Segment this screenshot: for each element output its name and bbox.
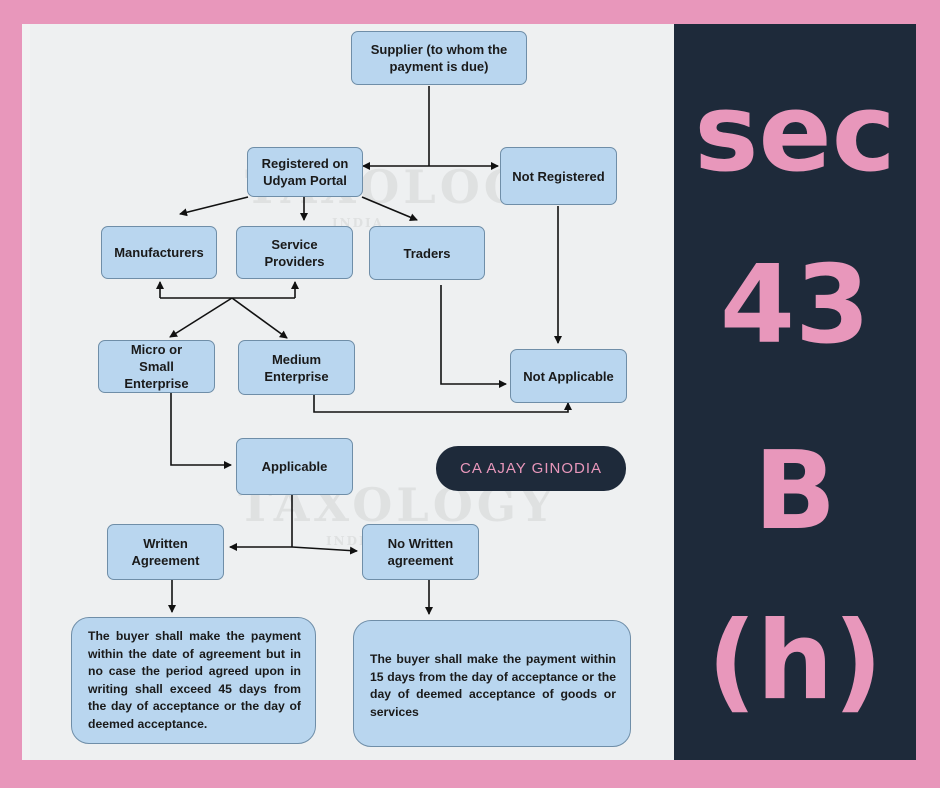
title-line-b: B	[753, 429, 837, 554]
traders-box: Traders	[369, 226, 485, 280]
no-written-agreement-box: No Written agreement	[362, 524, 479, 580]
micro-small-box: Micro or Small Enterprise	[98, 340, 215, 393]
manufacturers-box: Manufacturers	[101, 226, 217, 279]
title-line-sec: sec	[694, 71, 896, 196]
arrow-to-no-written	[291, 546, 358, 555]
no-written-agreement-rule: The buyer shall make the payment within …	[353, 620, 631, 747]
supplier-box: Supplier (to whom the payment is due)	[351, 31, 527, 85]
arrow-to-traders	[361, 196, 418, 221]
title-line-43: 43	[719, 243, 871, 368]
author-badge: CA AJAY GINODIA	[436, 446, 626, 491]
arrow-to-micro-small	[169, 297, 233, 338]
not-applicable-box: Not Applicable	[510, 349, 627, 403]
not-registered-box: Not Registered	[500, 147, 617, 205]
written-agreement-rule: The buyer shall make the payment within …	[71, 617, 316, 744]
arrow-to-manufacturers	[179, 196, 249, 217]
arrow-micro-to-applicable	[170, 393, 232, 469]
arrow-traders-to-na	[440, 285, 507, 388]
title-panel: sec 43 B (h)	[674, 24, 916, 760]
service-providers-box: Service Providers	[236, 226, 353, 279]
title-line-h: (h)	[707, 599, 883, 724]
medium-box: Medium Enterprise	[238, 340, 355, 395]
applicable-box: Applicable	[236, 438, 353, 495]
registered-box: Registered on Udyam Portal	[247, 147, 363, 197]
arrow-medium-to-na	[313, 395, 572, 413]
written-agreement-box: Written Agreement	[107, 524, 224, 580]
arrow-to-medium	[231, 297, 288, 339]
